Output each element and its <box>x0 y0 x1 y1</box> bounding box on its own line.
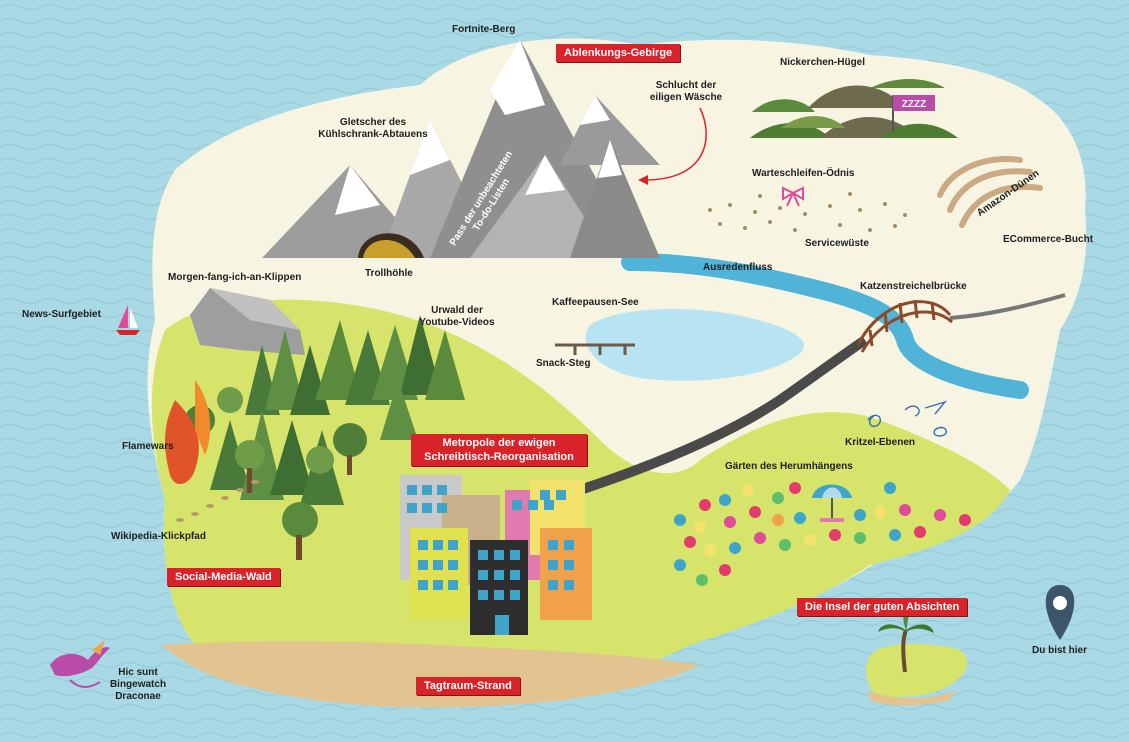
banner-metropole: Metropole der ewigen Schreibtisch-Reorga… <box>411 434 587 466</box>
location-pin-icon <box>1045 585 1075 640</box>
social-media-forest <box>185 315 465 560</box>
label-cat-bridge: Katzenstreichelbrücke <box>860 281 967 292</box>
label-dragons: Hic sunt Bingewatch Draconae <box>109 667 167 702</box>
pink-bow-icon <box>782 186 804 207</box>
small-island <box>866 643 968 706</box>
nap-hills: ZZZZ <box>750 79 958 138</box>
label-troll-cave: Trollhöhle <box>365 268 413 279</box>
label-news-surf: News-Surfgebiet <box>22 309 101 320</box>
metropolis-buildings <box>400 475 592 635</box>
road <box>578 335 868 495</box>
banner-tagtraum-strand: Tagtraum-Strand <box>416 677 520 695</box>
label-youtube-jungle: Urwald der Youtube-Videos <box>419 305 495 328</box>
label-glacier: Gletscher des Kühlschrank-Abtauens <box>318 117 428 140</box>
label-nap-hill: Nickerchen-Hügel <box>780 57 866 68</box>
label-hanging-gardens: Gärten des Herumhängens <box>725 461 853 472</box>
banner-social-media-wald: Social-Media-Wald <box>167 568 280 586</box>
gorge-arrow <box>644 107 707 181</box>
beach-umbrella-icon <box>812 484 852 522</box>
banner-ablenkungs-gebirge: Ablenkungs-Gebirge <box>556 44 681 62</box>
hanging-gardens-flowers <box>674 482 971 586</box>
beach <box>160 641 700 708</box>
label-morning-cliffs: Morgen-fang-ich-an-Klippen <box>168 272 302 283</box>
sleep-flag-text: ZZZZ <box>902 99 926 110</box>
label-excuse-river: Ausredenfluss <box>703 262 773 273</box>
label-coffee-lake: Kaffeepausen-See <box>552 297 639 308</box>
label-scribble-plains: Kritzel-Ebenen <box>845 437 916 448</box>
label-wiki-path: Wikipedia-Klickpfad <box>111 531 206 542</box>
scribble-plains <box>867 400 948 437</box>
excuse-river <box>621 253 1029 399</box>
banner-insel: Die Insel der guten Absichten <box>797 598 968 616</box>
label-flamewars: Flamewars <box>122 441 174 452</box>
label-waiting-wasteland: Warteschleifen-Ödnis <box>752 168 855 179</box>
snack-pier <box>555 343 635 355</box>
coffee-lake <box>585 308 805 381</box>
cat-bridge <box>856 299 954 353</box>
flamewars-dragon <box>165 380 211 485</box>
label-fortnite: Fortnite-Berg <box>452 24 516 35</box>
label-ecommerce-bay: ECommerce-Bucht <box>1003 234 1094 245</box>
mountains <box>262 40 660 258</box>
waiting-wasteland <box>708 192 907 232</box>
road-far <box>949 293 1066 320</box>
label-service-desert: Servicewüste <box>805 238 869 249</box>
sailboat-icon <box>116 305 140 335</box>
label-snack-pier: Snack-Steg <box>536 358 591 369</box>
label-gorge: Schlucht der eiligen Wäsche <box>649 80 723 103</box>
dragon-icon <box>50 640 110 688</box>
amazon-dunes <box>937 156 1043 228</box>
wiki-path <box>176 480 259 522</box>
morning-cliffs <box>190 288 305 355</box>
label-you-are-here: Du bist hier <box>1032 645 1088 656</box>
